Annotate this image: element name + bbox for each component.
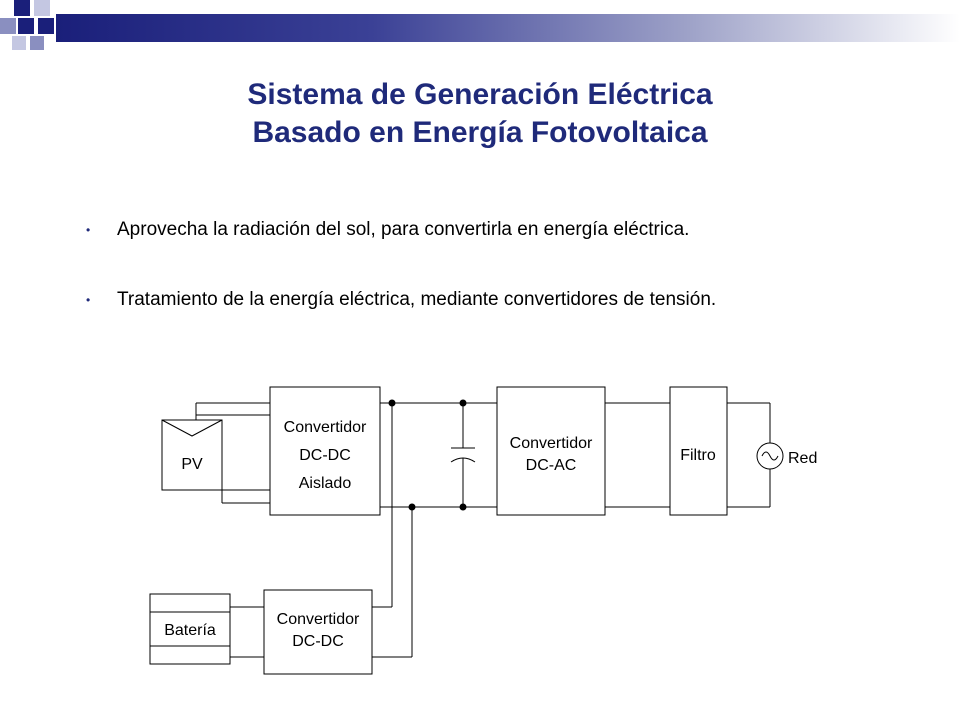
converter-dcdc-battery-box: [263, 589, 373, 675]
bullet-list: • Aprovecha la radiación del sol, para c…: [86, 218, 856, 312]
decor-square-4: [18, 18, 34, 34]
title-line-2: Basado en Energía Fotovoltaica: [252, 116, 708, 149]
bullet-item: • Tratamiento de la energía eléctrica, m…: [86, 288, 856, 312]
ac-sine-icon: [761, 451, 779, 461]
filter-box: [669, 386, 728, 516]
converter-dcdc-isolated-box: [269, 386, 381, 516]
filter-label: Filtro: [680, 447, 716, 464]
junction-dot: [459, 399, 467, 407]
decor-square-5: [38, 18, 54, 34]
junction-dot: [459, 503, 467, 511]
decor-square-1: [14, 0, 30, 16]
battery-label: Batería: [164, 622, 216, 639]
battery-box: [149, 593, 231, 665]
decor-square-7: [30, 36, 44, 50]
decor-square-2: [34, 0, 50, 16]
conv1-label-line2: DC-DC: [299, 447, 351, 464]
bullet-text: Aprovecha la radiación del sol, para con…: [117, 219, 690, 240]
pv-panel-diagonal: [161, 419, 223, 437]
bullet-dot-icon: •: [86, 223, 91, 237]
junction-dot: [388, 399, 396, 407]
conv1-label-line1: Convertidor: [284, 419, 367, 436]
grid-label: Red: [788, 450, 817, 467]
pv-label: PV: [181, 456, 203, 473]
converter-dcac-box: [496, 386, 606, 516]
bullet-dot-icon: •: [86, 293, 91, 307]
conv2-label-line1: Convertidor: [510, 435, 593, 452]
bullet-text: Tratamiento de la energía eléctrica, med…: [117, 289, 717, 310]
title-line-1: Sistema de Generación Eléctrica: [247, 78, 713, 111]
bullet-item: • Aprovecha la radiación del sol, para c…: [86, 218, 856, 242]
decor-square-6: [12, 36, 26, 50]
grid-source-icon: [756, 442, 784, 470]
conv3-label-line2: DC-DC: [292, 633, 344, 650]
slide-title: Sistema de Generación Eléctrica Basado e…: [0, 76, 960, 152]
pv-panel-box: [161, 419, 223, 491]
decor-square-3: [0, 18, 16, 34]
conv1-label-line3: Aislado: [299, 475, 352, 492]
junction-dot: [408, 503, 416, 511]
conv2-label-line2: DC-AC: [526, 457, 577, 474]
header-gradient-bar: [56, 14, 960, 42]
conv3-label-line1: Convertidor: [277, 611, 360, 628]
